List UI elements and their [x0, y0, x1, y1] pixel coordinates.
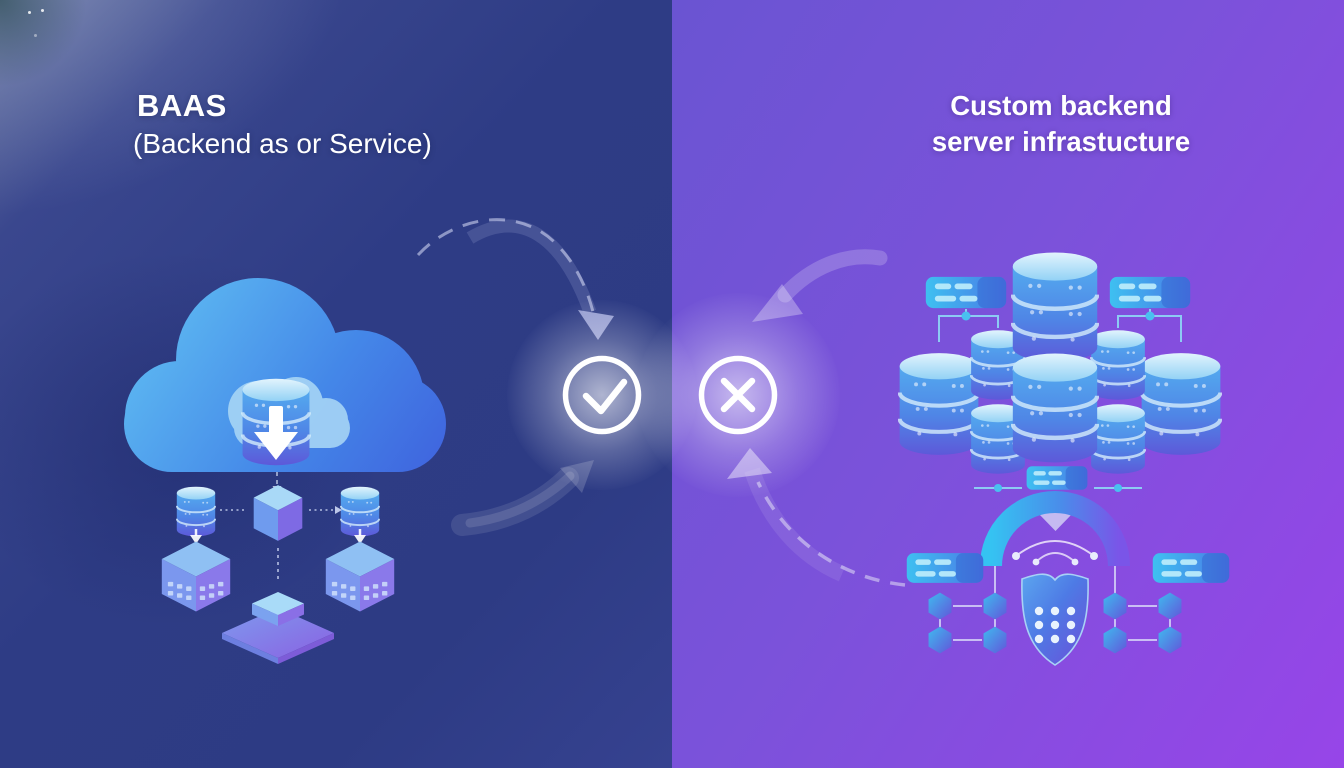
mini-cube-icon	[253, 485, 303, 541]
server-cluster-illustration	[878, 238, 1238, 492]
database-server-icon	[1013, 354, 1097, 463]
left-panel-title: BAAS	[137, 88, 227, 123]
server-rack-icon	[1109, 276, 1191, 309]
left-panel-title-block: BAAS (Backend as or Service)	[133, 88, 432, 160]
database-server-icon	[1013, 252, 1097, 361]
pyramid-icon	[222, 592, 334, 664]
hex-network-wires	[939, 566, 1171, 641]
mini-down-arrows	[190, 529, 366, 544]
server-rack-icon	[906, 553, 984, 583]
cloud-database-flow-illustration	[124, 278, 446, 664]
mini-database-left-icon	[176, 485, 216, 538]
check-circle-icon	[562, 355, 642, 435]
mini-dashed-connectors	[220, 506, 342, 582]
mini-database-right-icon	[340, 485, 380, 538]
database-server-icon	[900, 353, 979, 455]
gateway-arch-icon	[980, 491, 1130, 567]
database-server-icon	[1142, 353, 1221, 455]
signal-arcs-icon	[1012, 540, 1098, 566]
right-title-line2: server infrastucture	[931, 125, 1191, 157]
server-rack-icon	[925, 276, 1007, 309]
server-rack-icon	[1152, 553, 1230, 583]
sparkle-dot	[34, 34, 37, 37]
x-circle-icon	[698, 355, 778, 435]
shield-icon	[1021, 573, 1089, 666]
server-rack-icon	[1026, 466, 1088, 490]
sparkle-dot	[41, 9, 44, 12]
module-cube-right-icon	[325, 541, 395, 612]
download-arrow-icon	[254, 406, 298, 460]
security-gateway-illustration	[906, 466, 1230, 666]
right-panel-title: Custom backend server infrastucture	[872, 88, 1250, 160]
left-panel-subtitle: (Backend as or Service)	[133, 128, 432, 159]
module-cube-left-icon	[161, 541, 231, 612]
sparkle-dot	[28, 11, 31, 14]
right-title-line1: Custom backend	[950, 90, 1172, 121]
database-server-icon	[1090, 328, 1146, 402]
